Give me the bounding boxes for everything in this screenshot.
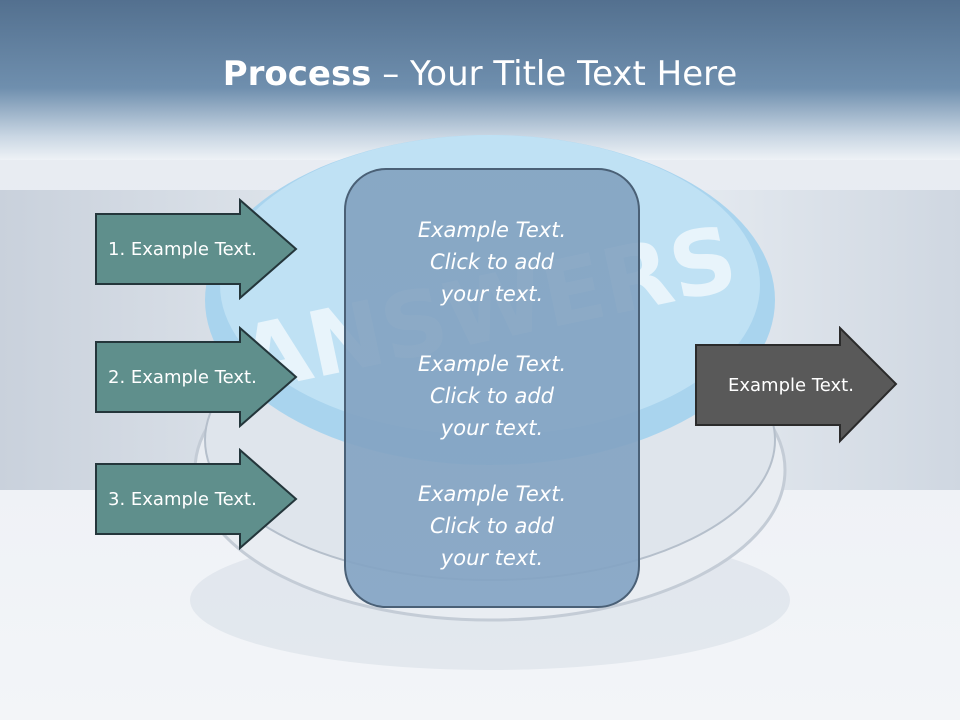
step-arrow-3[interactable] bbox=[94, 448, 300, 550]
step-label: 1. Example Text. bbox=[108, 238, 257, 260]
step-arrow-3-label-box: 3. Example Text. bbox=[108, 448, 288, 550]
step-label: 3. Example Text. bbox=[108, 488, 257, 510]
output-arrow-label-box: Example Text. bbox=[728, 326, 888, 444]
output-label: Example Text. bbox=[728, 374, 854, 396]
step-arrow-2-label-box: 2. Example Text. bbox=[108, 326, 288, 428]
header-band bbox=[0, 0, 960, 160]
step-arrow-2[interactable] bbox=[94, 326, 300, 428]
center-text-panel[interactable]: Example Text. Click to add your text. Ex… bbox=[344, 168, 640, 608]
step-arrow-1-label-box: 1. Example Text. bbox=[108, 198, 288, 300]
slide-title: Process – Your Title Text Here bbox=[222, 54, 738, 94]
panel-paragraph-2[interactable]: Example Text. Click to add your text. bbox=[417, 352, 567, 440]
output-arrow[interactable] bbox=[694, 326, 900, 444]
panel-paragraph-3[interactable]: Example Text. Click to add your text. bbox=[417, 482, 567, 570]
panel-paragraph-1[interactable]: Example Text. Click to add your text. bbox=[417, 218, 567, 306]
step-arrow-1[interactable] bbox=[94, 198, 300, 300]
step-label: 2. Example Text. bbox=[108, 366, 257, 388]
